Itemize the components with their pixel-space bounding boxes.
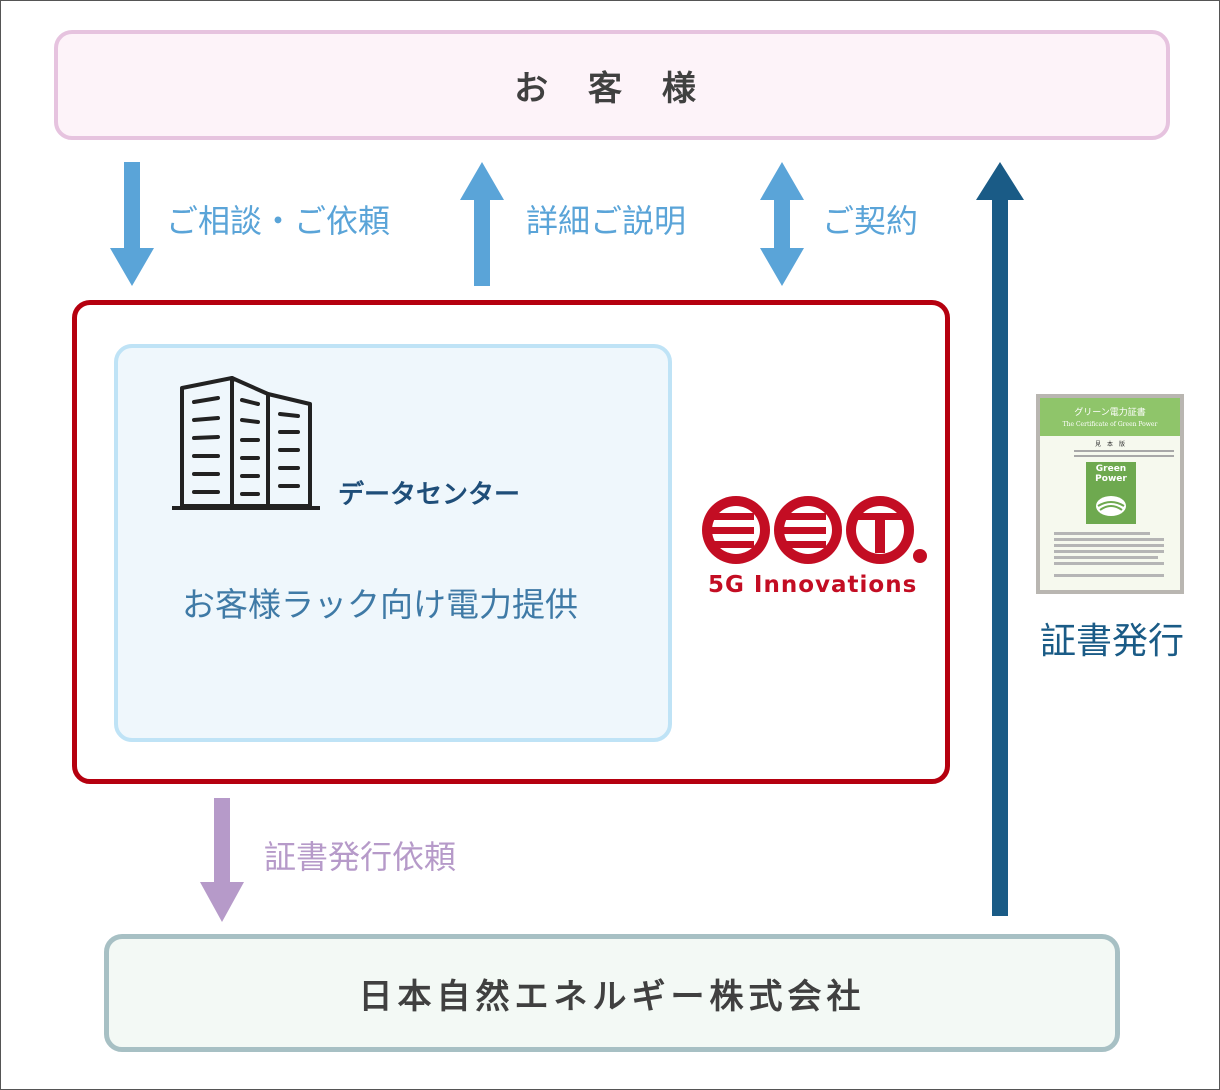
certificate-text-row (1054, 574, 1164, 577)
emblem-line-1: Green (1095, 464, 1127, 474)
contract-label: ご契約 (822, 202, 919, 240)
certificate-text-row (1054, 562, 1164, 565)
contract-double-arrow (760, 162, 804, 286)
logo-text: 5G Innovations (708, 572, 918, 598)
consult-label: ご相談・ご依頼 (166, 202, 391, 240)
leaf-icon (1096, 496, 1126, 516)
green-power-certificate: グリーン電力証書 The Certificate of Green Power … (1036, 394, 1184, 594)
emblem-line-2: Power (1095, 474, 1127, 484)
customer-box: お 客 様 (54, 30, 1170, 140)
certificate-up-arrow (976, 162, 1024, 916)
consult-down-arrow (110, 162, 154, 286)
certificate-header: グリーン電力証書 The Certificate of Green Power (1040, 398, 1180, 436)
explain-up-arrow (460, 162, 504, 286)
issuer-box: 日本自然エネルギー株式会社 (104, 934, 1120, 1052)
certificate-text-row (1054, 550, 1164, 553)
certificate-issue-label: 証書発行 (1040, 621, 1185, 662)
certificate-title: グリーン電力証書 (1074, 408, 1146, 418)
datacenter-label: データセンター (338, 480, 521, 510)
request-label: 証書発行依頼 (264, 838, 457, 876)
certificate-sample-mark: 見 本 版 (1094, 441, 1125, 448)
certificate-line (1074, 455, 1174, 457)
service-description: お客様ラック向け電力提供 (182, 585, 578, 624)
datacenter-box (114, 344, 672, 742)
request-down-arrow (200, 798, 244, 922)
certificate-text-row (1054, 556, 1158, 559)
certificate-text-row (1054, 538, 1164, 541)
certificate-line (1074, 450, 1174, 452)
issuer-label: 日本自然エネルギー株式会社 (358, 976, 866, 1017)
customer-label: お 客 様 (514, 68, 710, 109)
certificate-text-row (1054, 532, 1150, 535)
certificate-subtitle: The Certificate of Green Power (1062, 421, 1158, 428)
explain-label: 詳細ご説明 (526, 202, 687, 240)
green-power-emblem: Green Power (1086, 462, 1136, 524)
certificate-text-row (1054, 544, 1164, 547)
